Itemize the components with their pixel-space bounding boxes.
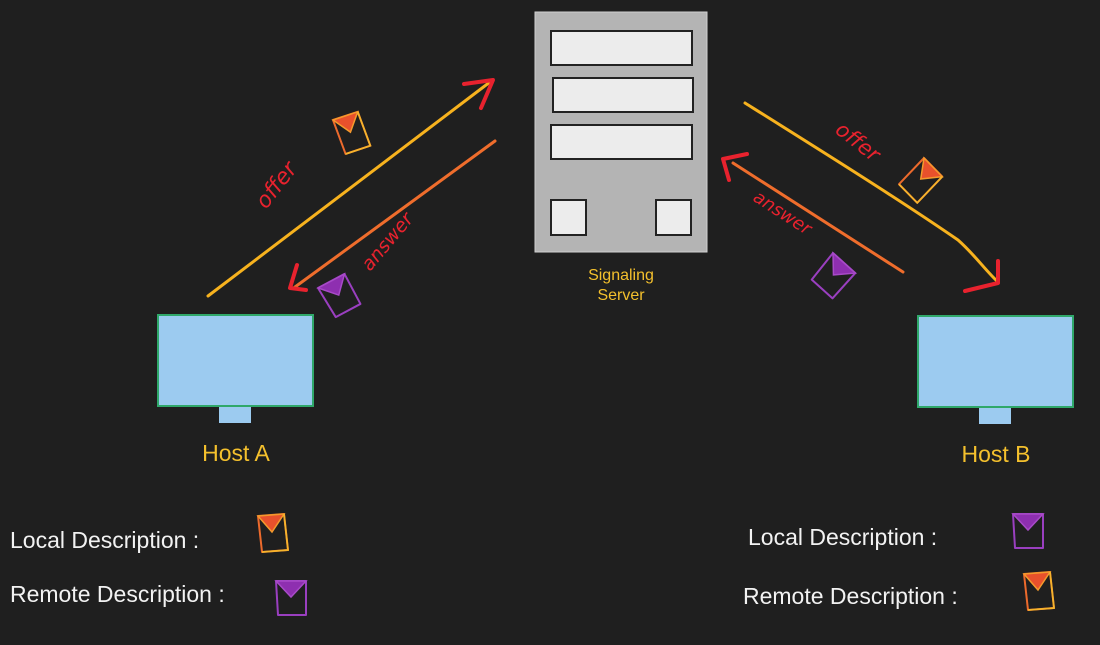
- remote-description-label: Remote Description :: [10, 581, 225, 607]
- signaling-server: Signaling Server: [534, 11, 708, 304]
- answer-arrow-host-b-to-server: [721, 152, 905, 274]
- server-label-line2: Server: [597, 287, 645, 304]
- answer-envelope-icon: [809, 252, 857, 300]
- offer-envelope-icon: [331, 109, 372, 156]
- legend-host-b: Local Description : Remote Description :: [743, 513, 1055, 611]
- answer-envelope-icon: [317, 272, 362, 320]
- answer-envelope-icon: [275, 580, 307, 616]
- host-b: Host B: [917, 315, 1074, 467]
- remote-description-label: Remote Description :: [743, 583, 958, 609]
- server-icon: [534, 11, 708, 253]
- offer-envelope-icon: [1023, 571, 1055, 611]
- server-port: [550, 199, 587, 236]
- offer-label-left: offer: [251, 156, 304, 214]
- local-description-label: Local Description :: [748, 524, 937, 550]
- arrowhead-icon: [721, 152, 749, 182]
- legend-host-a: Local Description : Remote Description :: [10, 513, 307, 616]
- arrowhead-icon: [288, 263, 308, 292]
- monitor-icon: [917, 315, 1074, 424]
- server-slot: [552, 77, 694, 113]
- offer-envelope-icon: [257, 513, 289, 553]
- server-label-line1: Signaling: [588, 267, 654, 284]
- server-slot: [550, 124, 693, 160]
- server-port: [655, 199, 692, 236]
- answer-envelope-icon: [1012, 513, 1044, 549]
- offer-label-right: offer: [831, 117, 886, 167]
- server-slot: [550, 30, 693, 66]
- host-a-label: Host A: [202, 440, 270, 466]
- arrowhead-icon: [963, 259, 1000, 293]
- local-description-label: Local Description :: [10, 527, 199, 553]
- host-a: Host A: [157, 314, 314, 466]
- host-b-label: Host B: [961, 441, 1030, 467]
- offer-arrow-server-to-host-b: [743, 101, 1000, 293]
- arrowhead-icon: [462, 78, 495, 110]
- offer-envelope-icon: [895, 155, 946, 206]
- monitor-icon: [157, 314, 314, 423]
- offer-arrow-host-a-to-server: [206, 78, 495, 298]
- answer-arrow-server-to-host-a: [288, 139, 497, 292]
